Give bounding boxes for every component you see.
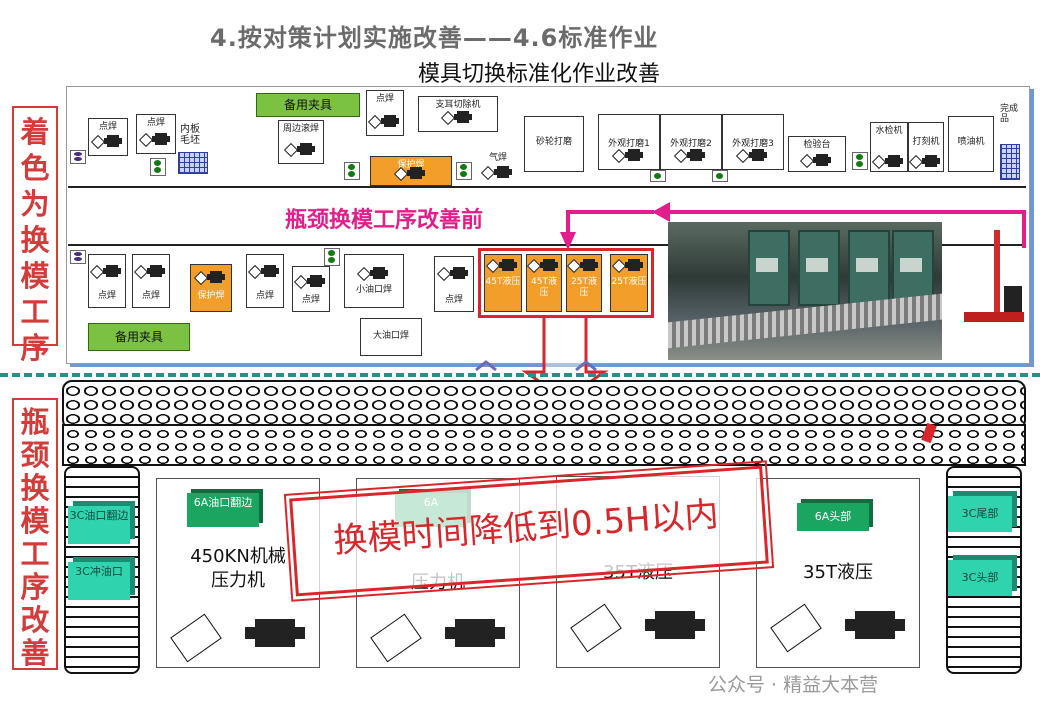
workshop-photo xyxy=(668,222,942,360)
result-stamp-text: 换模时间降低到0.5H以内 xyxy=(332,494,720,562)
station-top-9: 外观打磨1 xyxy=(598,114,660,170)
station-top-1: 点焊 xyxy=(136,114,176,154)
machine-name-0b: 压力机 xyxy=(211,570,265,591)
tag-3c-right-1: 3C头部 xyxy=(948,560,1012,596)
flow-arrow xyxy=(560,202,1026,250)
die-outline-icon xyxy=(370,613,422,663)
station-top-11: 外观打磨3 xyxy=(722,114,784,170)
label-inner-blank: 内板毛坯 xyxy=(180,124,200,146)
station-bottom-1: 点焊 xyxy=(132,254,170,308)
station-top-5: 支耳切除机 xyxy=(418,96,498,132)
station-top-12: 检验台 xyxy=(788,136,846,172)
before-label: 瓶颈换模工序改善前 xyxy=(285,208,484,233)
caret-marks xyxy=(475,360,597,372)
finished-grid-icon xyxy=(1000,144,1020,180)
green-dot-chip xyxy=(852,152,868,170)
station-top-3: 周边滚焊 xyxy=(278,120,324,164)
label-finished: 完成品 xyxy=(1000,104,1019,124)
green-dot-chip xyxy=(456,162,472,180)
station-top-14: 打刻机 xyxy=(908,122,944,172)
press-25t-b: 25T液压 xyxy=(610,254,648,312)
result-stamp: 换模时间降低到0.5H以内 xyxy=(284,458,774,604)
machine-tag-3: 6A头部 xyxy=(797,503,869,531)
station-bottom-4: 点焊 xyxy=(292,266,330,312)
forklift-body xyxy=(1004,286,1022,314)
forklift-base xyxy=(964,312,1024,322)
station-bottom-3: 点焊 xyxy=(246,254,284,308)
roller-conveyor-top xyxy=(62,380,1026,430)
station-bottom-7: 点焊 xyxy=(434,256,474,312)
machine-name-3a: 35T液压 xyxy=(803,562,873,583)
station-top-6: 保护焊 xyxy=(370,156,452,186)
station-top-8: 砂轮打磨 xyxy=(524,116,584,172)
station-top-7: 气焊 xyxy=(476,150,520,182)
line-belt-top xyxy=(68,186,1026,188)
die-block-icon xyxy=(845,611,905,639)
page-subtitle: 模具切换标准化作业改善 xyxy=(418,62,661,87)
press-45t-a: 45T液压 xyxy=(484,254,522,312)
station-top-13: 水检机 xyxy=(870,122,908,172)
section-divider xyxy=(0,373,1040,377)
green-dot-chip xyxy=(712,170,728,182)
spare-fixture-bottom: 备用夹具 xyxy=(88,323,190,351)
green-dot-chip xyxy=(344,162,360,180)
watermark: 公众号 · 精益大本营 xyxy=(708,674,879,696)
station-bottom-0: 点焊 xyxy=(88,254,126,308)
station-top-10: 外观打磨2 xyxy=(660,114,722,170)
station-top-15: 喷油机 xyxy=(948,116,994,172)
side-label-top: 着色为换模工序 xyxy=(12,106,58,365)
forklift-icon xyxy=(994,230,1000,320)
station-bottom-2: 保护焊 xyxy=(190,264,232,312)
press-45t-b: 45T液压 xyxy=(526,254,562,312)
station-bottom-5: 小油口焊 xyxy=(344,254,404,308)
roller-conveyor-bottom xyxy=(62,424,1026,466)
die-outline-icon xyxy=(170,613,222,663)
green-dot-chip xyxy=(324,248,340,266)
station-bottom-6: 大油口焊 xyxy=(360,318,422,356)
die-block-icon xyxy=(245,619,305,647)
spare-fixture-top: 备用夹具 xyxy=(256,93,360,117)
station-top-4: 点焊 xyxy=(366,90,404,136)
purple-chip xyxy=(70,250,86,264)
page-title: 4.按对策计划实施改善——4.6标准作业 xyxy=(210,24,659,52)
purple-chip xyxy=(70,150,86,164)
tag-3c-left-1: 3C冲油口 xyxy=(68,562,130,600)
die-block-icon xyxy=(645,611,705,639)
machine-tag-0: 6A油口翻边 xyxy=(187,493,259,527)
green-dot-chip xyxy=(650,170,666,182)
die-outline-icon xyxy=(570,603,622,653)
green-dot-chip xyxy=(150,158,166,176)
die-outline-icon xyxy=(770,603,822,653)
machine-name-0a: 450KN机械 xyxy=(190,546,286,567)
tag-3c-right-0: 3C尾部 xyxy=(948,496,1012,532)
side-label-bottom: 瓶颈换模工序改善 xyxy=(12,398,58,670)
grid-icon xyxy=(178,152,208,174)
machine-3: 6A头部 35T液压 xyxy=(756,478,920,668)
bottleneck-zone xyxy=(478,248,654,318)
tag-3c-left-0: 3C油口翻边 xyxy=(68,506,130,544)
die-block-icon xyxy=(445,619,505,647)
station-top-0: 点焊 xyxy=(88,118,128,156)
press-25t-a: 25T液压 xyxy=(566,254,602,312)
line-belt-bottom xyxy=(68,244,1026,246)
